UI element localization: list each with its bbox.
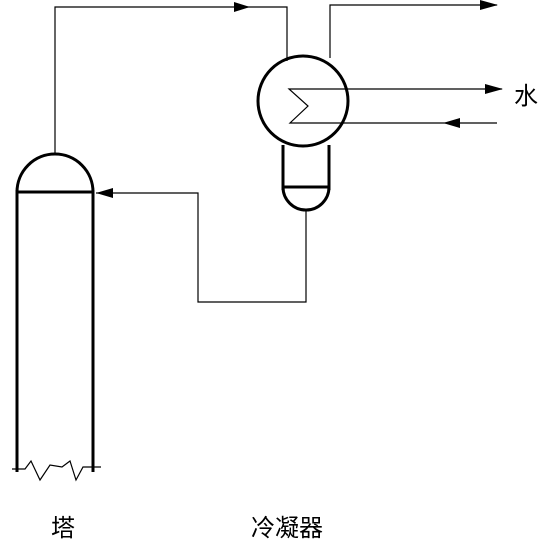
vapor-flow-arrow bbox=[234, 2, 250, 12]
tower-dome bbox=[15, 152, 95, 194]
tower-break-line bbox=[12, 459, 101, 482]
water-label: 水 bbox=[514, 82, 538, 110]
vapor-line bbox=[54, 2, 288, 155]
reflux-line bbox=[96, 188, 307, 303]
condenser bbox=[256, 54, 350, 212]
cooling-coil bbox=[287, 88, 349, 124]
distillation-tower bbox=[12, 152, 101, 482]
reflux-flow-arrow bbox=[96, 188, 113, 198]
reflux-pipe bbox=[96, 192, 307, 303]
vapor-pipe bbox=[54, 6, 288, 155]
condenser-shell bbox=[256, 54, 350, 148]
condenser-label: 冷凝器 bbox=[251, 514, 323, 542]
condensate-receiver bbox=[281, 185, 331, 212]
cooling-water-lines bbox=[349, 84, 503, 128]
water-inlet-arrow bbox=[443, 118, 460, 128]
offgas-line bbox=[329, 0, 498, 58]
water-outlet-arrow bbox=[485, 84, 503, 94]
offgas-pipe bbox=[329, 4, 497, 58]
tower-label: 塔 bbox=[51, 514, 75, 542]
offgas-flow-arrow bbox=[480, 0, 498, 10]
